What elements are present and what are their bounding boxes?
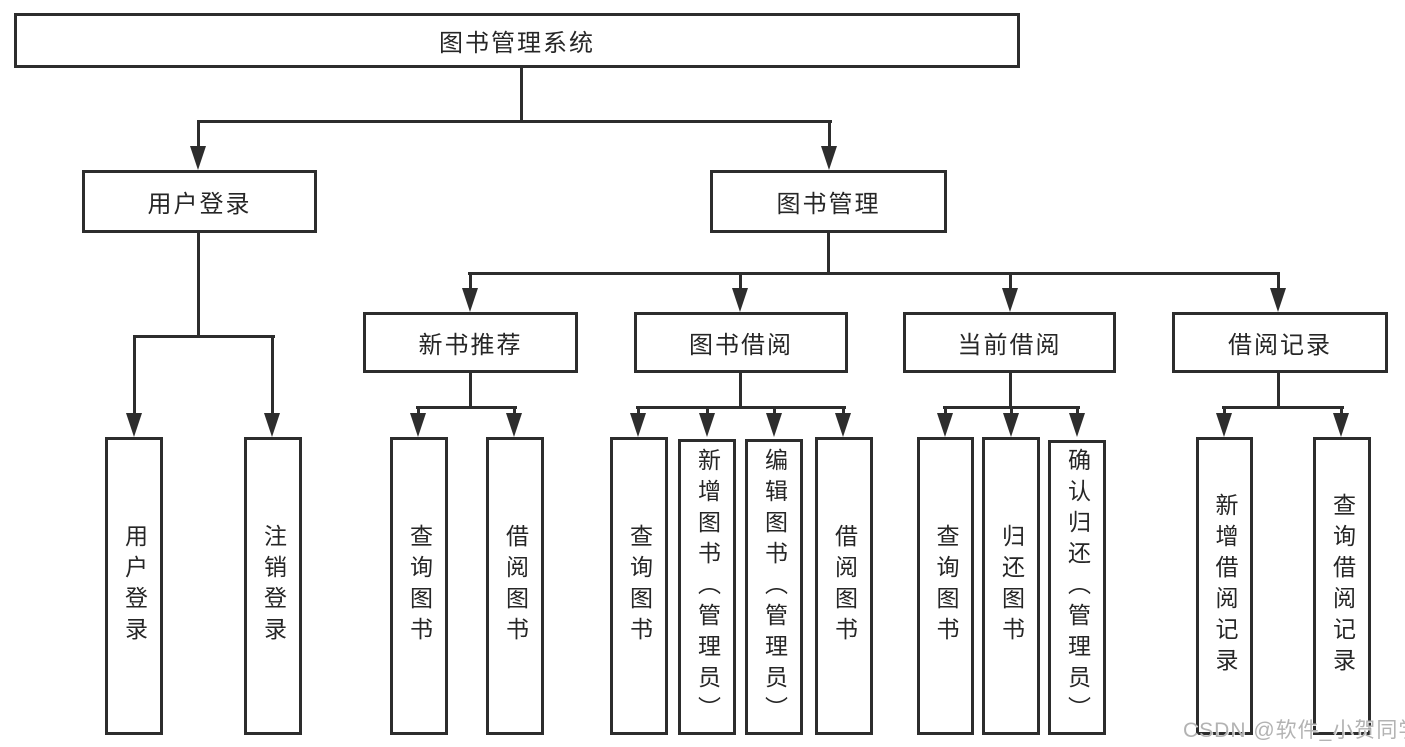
arrowhead-icon — [1069, 413, 1085, 437]
connector-line — [739, 272, 742, 294]
connector-line — [636, 406, 846, 409]
connector-line — [637, 406, 640, 418]
node-label: 图书管理系统 — [439, 30, 595, 57]
connector-line — [1222, 406, 1344, 409]
arrowhead-icon — [462, 288, 478, 312]
node-label: 查询借阅记录 — [1329, 493, 1356, 679]
node-label: 借阅记录 — [1228, 332, 1332, 359]
node-library-management-system: 图书管理系统 — [14, 13, 1020, 68]
connector-line — [1277, 272, 1280, 294]
node-query-borrow-record: 查询借阅记录 — [1313, 437, 1371, 735]
connector-line — [513, 406, 516, 418]
node-user-login-item: 用户登录 — [105, 437, 163, 735]
connector-line — [842, 406, 845, 418]
connector-line — [773, 406, 776, 418]
connector-line — [827, 233, 830, 275]
node-edit-books-admin: 编辑图书（管理员） — [745, 439, 803, 735]
connector-line — [197, 233, 200, 338]
arrowhead-icon — [821, 146, 837, 170]
connector-line — [417, 406, 420, 418]
connector-line — [828, 120, 831, 150]
arrowhead-icon — [410, 413, 426, 437]
connector-line — [416, 406, 517, 409]
node-add-borrow-record: 新增借阅记录 — [1196, 437, 1253, 735]
connector-line — [133, 335, 136, 417]
arrowhead-icon — [264, 413, 280, 437]
node-add-books-admin: 新增图书（管理员） — [678, 439, 736, 735]
node-query-books-current: 查询图书 — [917, 437, 974, 735]
node-current-borrowing: 当前借阅 — [903, 312, 1116, 373]
arrowhead-icon — [937, 413, 953, 437]
csdn-watermark: CSDN @软件_小贺同学 — [1183, 719, 1405, 742]
node-label: 新书推荐 — [418, 332, 523, 359]
arrowhead-icon — [699, 413, 715, 437]
arrowhead-icon — [630, 413, 646, 437]
connector-line — [197, 120, 832, 123]
connector-line — [1340, 406, 1343, 418]
node-label: 查询图书 — [933, 524, 959, 648]
node-borrow-books-borrowing: 借阅图书 — [815, 437, 873, 735]
connector-line — [706, 406, 709, 418]
connector-line — [1009, 373, 1012, 409]
connector-line — [133, 335, 275, 338]
arrowhead-icon — [766, 413, 782, 437]
connector-line — [1277, 373, 1280, 409]
connector-line — [1010, 406, 1013, 418]
arrowhead-icon — [506, 413, 522, 437]
node-query-books-recommend: 查询图书 — [390, 437, 448, 735]
node-book-borrowing: 图书借阅 — [634, 312, 848, 373]
node-label: 当前借阅 — [957, 332, 1062, 359]
arrowhead-icon — [732, 288, 748, 312]
connector-line — [520, 66, 523, 123]
connector-line — [739, 373, 742, 409]
node-confirm-return-admin: 确认归还（管理员） — [1048, 440, 1106, 735]
node-new-book-recommend: 新书推荐 — [363, 312, 578, 373]
arrowhead-icon — [190, 146, 206, 170]
node-logout-item: 注销登录 — [244, 437, 302, 735]
arrowhead-icon — [1270, 288, 1286, 312]
node-label: 新增借阅记录 — [1212, 493, 1238, 679]
node-return-books: 归还图书 — [982, 437, 1040, 735]
connector-line — [1076, 406, 1079, 418]
arrowhead-icon — [1216, 413, 1232, 437]
node-label: 借阅图书 — [831, 524, 858, 648]
node-borrowing-records: 借阅记录 — [1172, 312, 1388, 373]
node-label: 图书借阅 — [689, 332, 793, 359]
node-book-management: 图书管理 — [710, 170, 947, 233]
node-borrow-books-recommend: 借阅图书 — [486, 437, 544, 735]
arrowhead-icon — [126, 413, 142, 437]
node-label: 确认归还（管理员） — [1064, 448, 1091, 727]
node-query-books-borrowing: 查询图书 — [610, 437, 668, 735]
arrowhead-icon — [1333, 413, 1349, 437]
node-label: 用户登录 — [147, 191, 252, 218]
node-label: 查询图书 — [406, 524, 433, 648]
node-label: 归还图书 — [998, 524, 1025, 648]
node-label: 查询图书 — [626, 524, 653, 648]
node-label: 注销登录 — [260, 524, 287, 648]
node-label: 新增图书（管理员） — [694, 447, 721, 727]
node-label: 用户登录 — [121, 524, 148, 648]
connector-line — [469, 272, 472, 294]
arrowhead-icon — [1003, 413, 1019, 437]
connector-line — [1223, 406, 1226, 418]
connector-line — [271, 335, 274, 417]
node-user-login: 用户登录 — [82, 170, 317, 233]
node-label: 编辑图书（管理员） — [761, 447, 788, 727]
connector-line — [197, 120, 200, 150]
node-label: 图书管理 — [776, 191, 881, 218]
connector-line — [469, 373, 472, 409]
connector-line — [1009, 272, 1012, 294]
connector-line — [944, 406, 947, 418]
arrowhead-icon — [1002, 288, 1018, 312]
node-label: 借阅图书 — [502, 524, 529, 648]
connector-line — [468, 272, 1280, 275]
arrowhead-icon — [835, 413, 851, 437]
